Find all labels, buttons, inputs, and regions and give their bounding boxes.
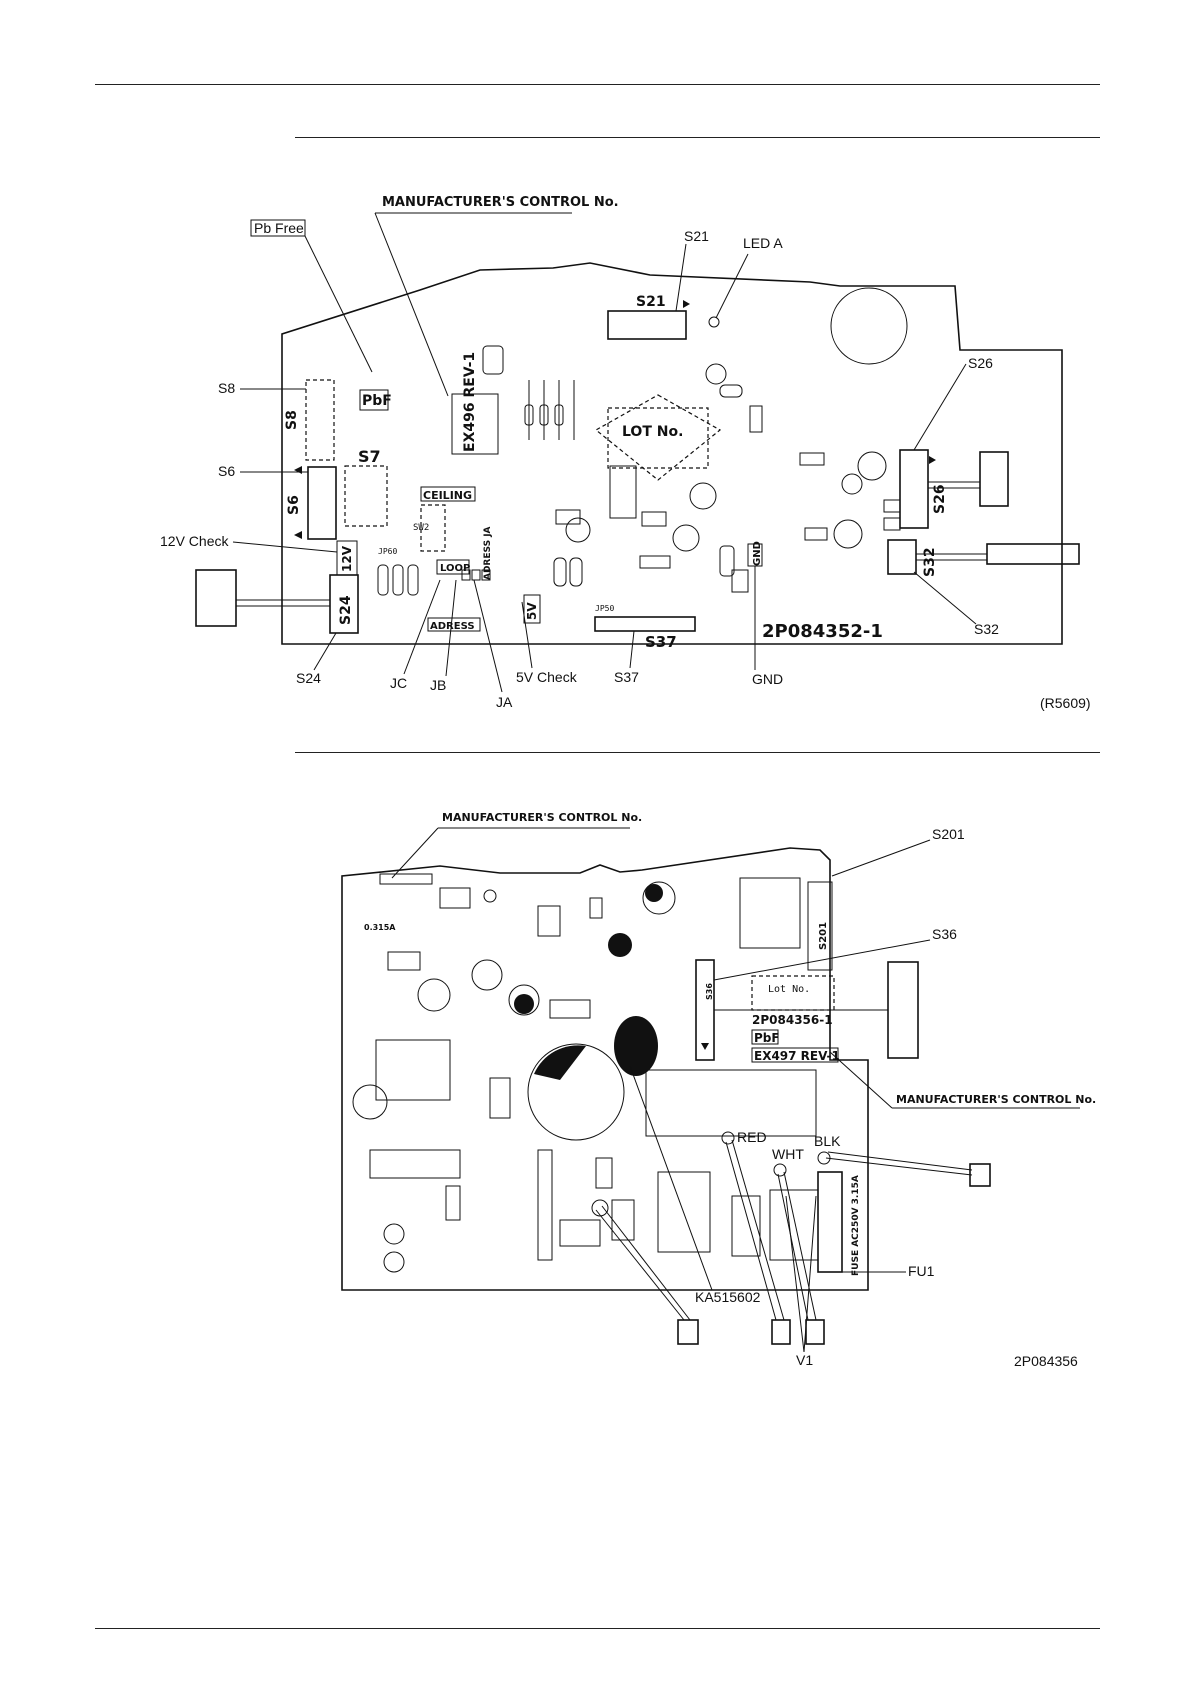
plug-s24 (195, 569, 237, 627)
pcb-2-outline (341, 847, 869, 1291)
part-no-silk-2: 2P084356-1 (752, 1013, 833, 1027)
silk-12v: 12V (340, 545, 354, 572)
callout-ka515602: KA515602 (695, 1289, 761, 1305)
callout-s6: S6 (218, 463, 235, 479)
plug-wht (805, 1319, 825, 1345)
section-rule-1 (295, 137, 1100, 138)
callout-5v-check: 5V Check (516, 669, 578, 685)
callout-s21: S21 (684, 228, 709, 244)
callout-s201: S201 (932, 826, 965, 842)
callout-blk: BLK (814, 1133, 841, 1149)
section-rule-2 (295, 752, 1100, 753)
callout-ja: JA (496, 694, 513, 710)
callout-gnd: GND (752, 671, 783, 687)
lot-no-silk-2: Lot No. (768, 984, 810, 995)
callout-v1: V1 (796, 1352, 813, 1368)
plug-s32 (986, 543, 1080, 565)
pbf-silk-2: PbF (754, 1031, 780, 1045)
pcb-diagram-1: MANUFACTURER'S CONTROL No. Pb Free PbF E… (160, 195, 1091, 711)
callout-wht: WHT (772, 1146, 804, 1162)
plug-blk (969, 1163, 991, 1187)
callout-s32: S32 (974, 621, 999, 637)
connector-s6 (307, 466, 337, 540)
callout-s24: S24 (296, 670, 321, 686)
svg-text:JP60: JP60 (378, 547, 397, 556)
callout-s26: S26 (968, 355, 993, 371)
mfr-control-right: MANUFACTURER'S CONTROL No. (896, 1093, 1096, 1106)
figure-ref-1: (R5609) (1040, 695, 1091, 711)
connector-s8 (305, 379, 335, 461)
callout-jb: JB (430, 677, 446, 693)
silk-s21: S21 (636, 294, 666, 310)
connector-s32 (887, 539, 917, 575)
header-rule (95, 84, 1100, 85)
plug-red (771, 1319, 791, 1345)
ceiling-silk: CEILING (423, 489, 472, 502)
silk-5v: 5V (525, 602, 539, 620)
main-capacitor (527, 1043, 625, 1141)
plug-ka (677, 1319, 699, 1345)
connector-s26 (899, 449, 929, 529)
mfr-control-top: MANUFACTURER'S CONTROL No. (442, 811, 642, 824)
footer-rule (95, 1628, 1100, 1629)
pbf-silk: PbF (362, 393, 392, 409)
fuse-silk: FUSE AC250V 3.15A (851, 1175, 861, 1276)
plug-s26 (979, 451, 1009, 507)
resistor-array (524, 380, 575, 440)
adress-ja-silk: ADRESS JA (483, 526, 493, 580)
rev-code-silk: EX496 REV-1 (462, 352, 478, 452)
silk-gnd: GND (752, 541, 763, 566)
silk-s24: S24 (338, 595, 354, 625)
callout-jc: JC (390, 675, 407, 691)
pb-free-tag (250, 219, 306, 237)
connector-s36 (695, 959, 715, 1061)
part-no-silk: 2P084352-1 (762, 621, 883, 642)
silk-s37: S37 (645, 633, 677, 651)
silk-s6: S6 (286, 495, 302, 515)
pcb-1-outline (281, 262, 1063, 645)
plug-s36 (887, 961, 919, 1059)
svg-text:SW2: SW2 (413, 523, 429, 533)
svg-text:JP50: JP50 (595, 604, 614, 613)
silk-s8: S8 (284, 410, 300, 430)
silk-s201: S201 (818, 922, 829, 950)
rev-code-silk-2: EX497 REV-1 (754, 1049, 840, 1063)
loop-silk: LOOP (440, 563, 470, 574)
buzzer (830, 287, 908, 365)
connector-s24 (329, 574, 359, 634)
fuse-small-silk: 0.315A (364, 923, 396, 932)
silk-s32: S32 (922, 547, 938, 577)
connector-s21 (607, 310, 687, 340)
pb-free-label: Pb Free (254, 220, 304, 236)
silk-s7: S7 (358, 447, 381, 466)
connector-s37 (594, 616, 696, 632)
adress-silk: ADRESS (430, 621, 475, 632)
figure-ref-2: 2P084356 (1014, 1353, 1078, 1369)
callout-s37: S37 (614, 669, 639, 685)
silk-s36: S36 (705, 983, 714, 1000)
fuse-fu1 (817, 1171, 843, 1273)
lot-no-silk: LOT No. (622, 424, 683, 440)
mfr-control-label: MANUFACTURER'S CONTROL No. (382, 195, 619, 210)
silk-s26: S26 (932, 484, 948, 514)
callout-s8: S8 (218, 380, 235, 396)
callout-red: RED (737, 1129, 767, 1145)
callout-s36: S36 (932, 926, 957, 942)
callout-led-a: LED A (743, 235, 783, 251)
callout-12v-check: 12V Check (160, 533, 229, 549)
callout-fu1: FU1 (908, 1263, 935, 1279)
